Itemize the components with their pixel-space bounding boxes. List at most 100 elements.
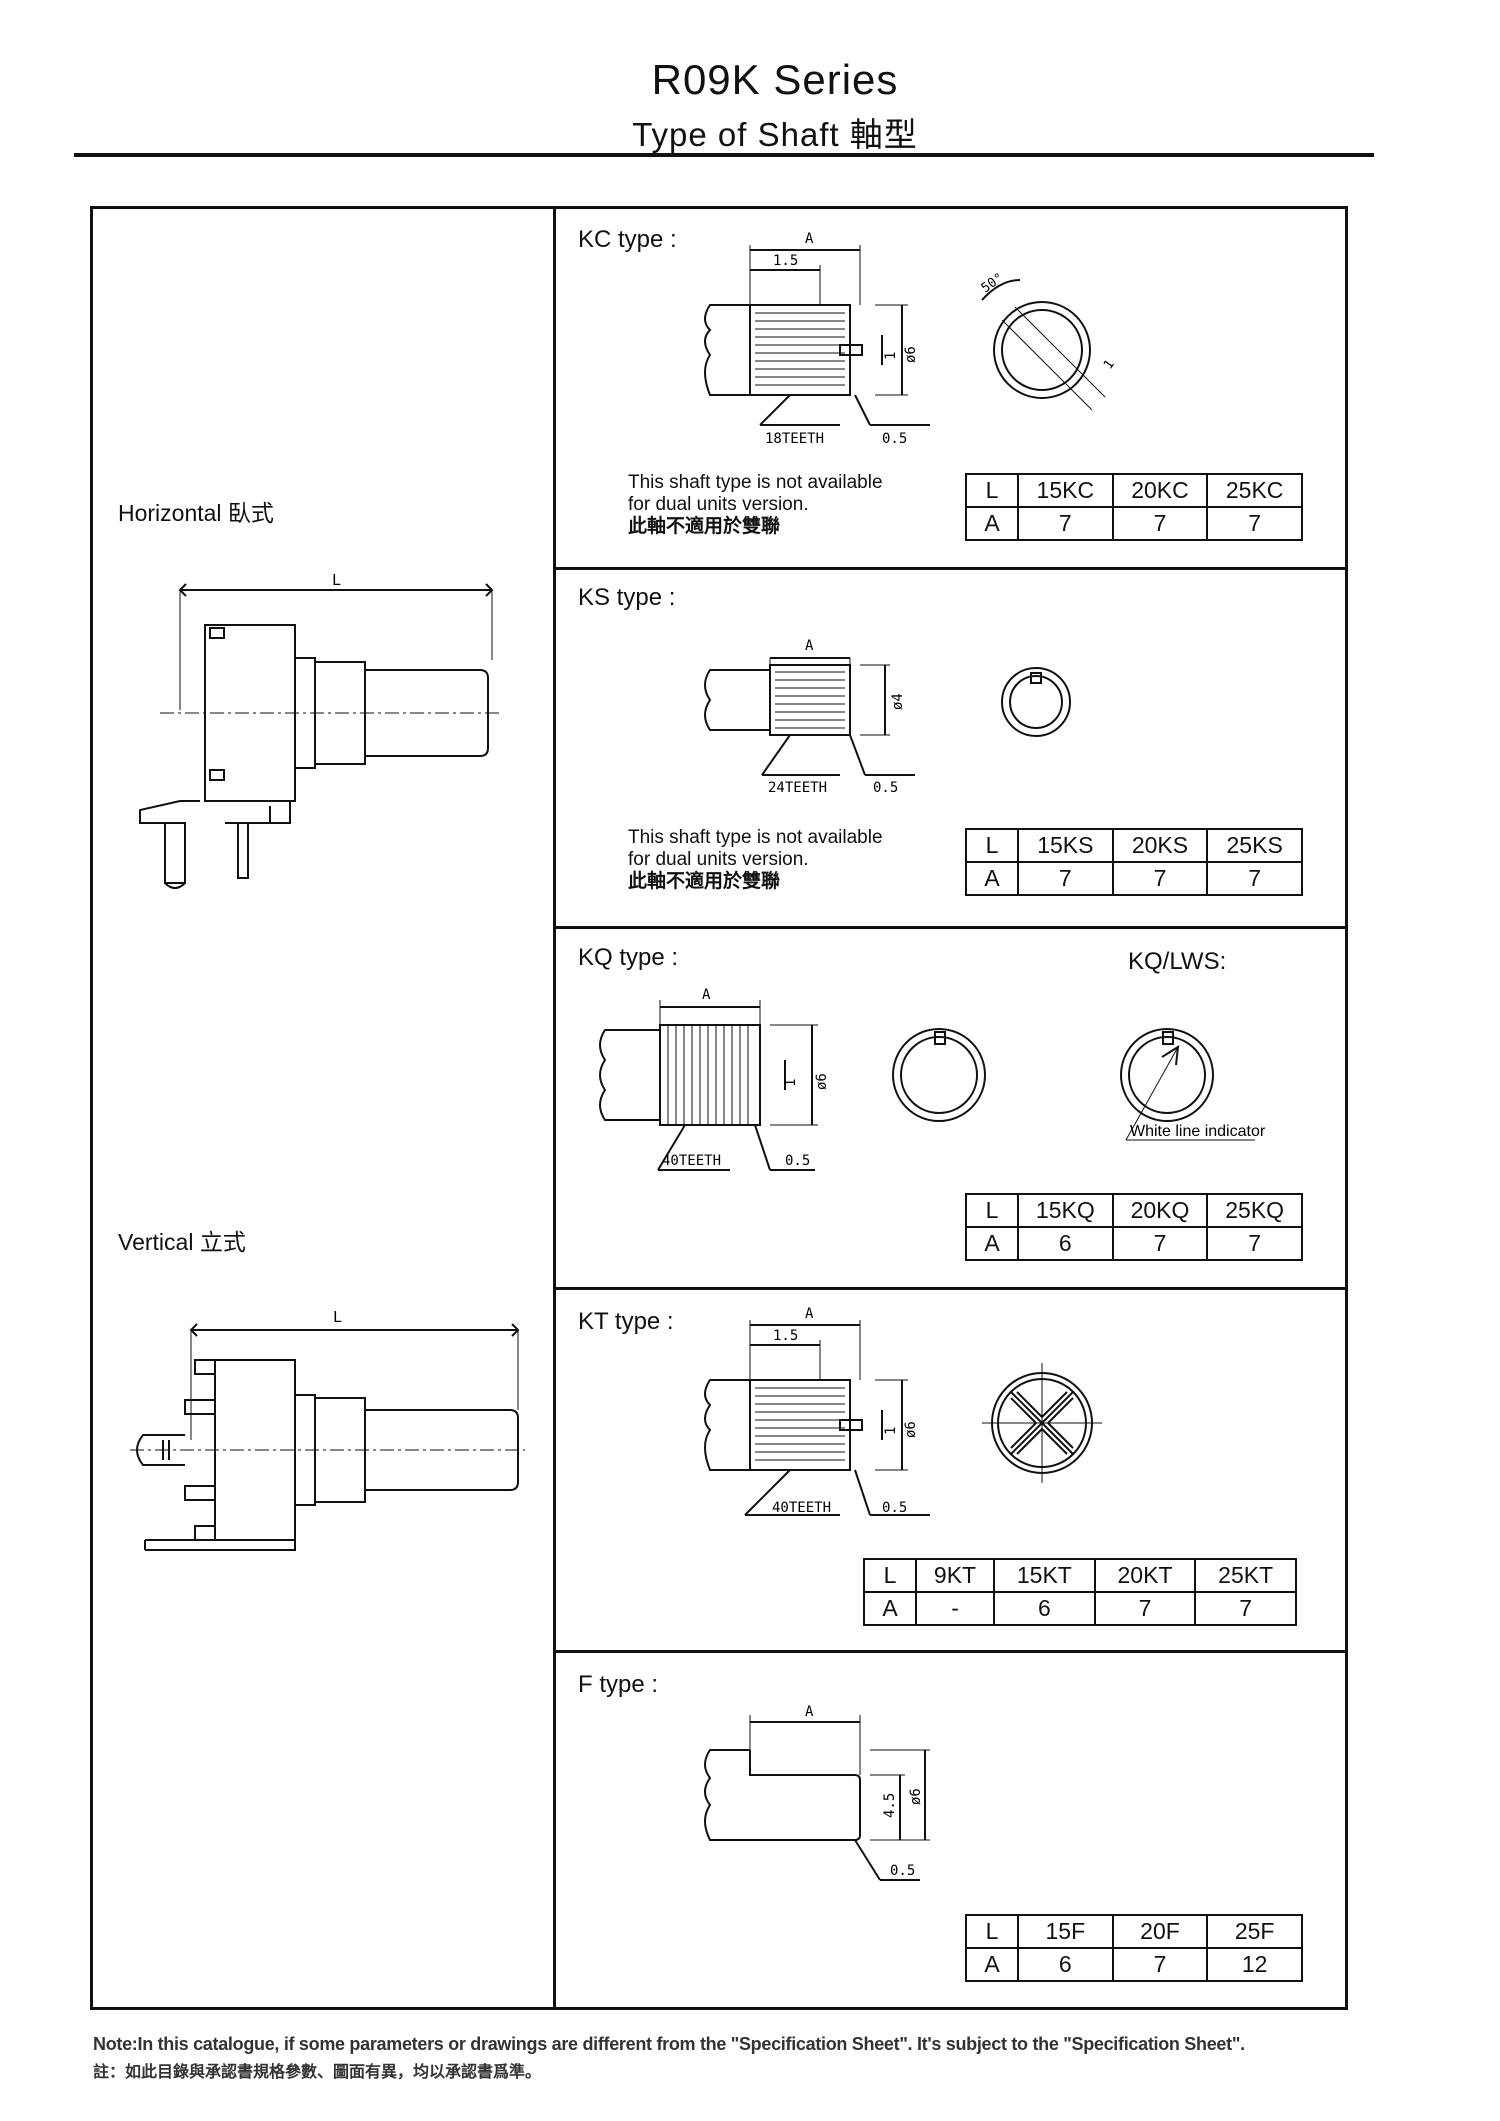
f-dim-0-5: 0.5 [890, 1863, 915, 1879]
table-cell: 15KC [1017, 473, 1114, 508]
kc-dim-phi6: ø6 [903, 346, 919, 363]
kt-spec-table: L 9KT 15KT 20KT 25KT A - 6 7 7 [863, 1558, 1297, 1626]
table-cell: 25KQ [1206, 1193, 1303, 1228]
table-cell: 7 [1206, 506, 1303, 541]
kt-teeth-label: 40TEETH [772, 1500, 831, 1516]
section-divider-1 [556, 567, 1348, 570]
kq-spec-table: L 15KQ 20KQ 25KQ A 6 7 7 [965, 1193, 1303, 1261]
ks-dim-phi4: ø4 [890, 693, 906, 710]
kc-dim-1: 1 [883, 352, 899, 360]
table-row: L 15F 20F 25F [965, 1914, 1303, 1949]
kc-note: This shaft type is not available for dua… [628, 472, 883, 538]
ks-dim-0-5: 0.5 [873, 780, 898, 796]
kt-shaft-drawing: A 1.5 1 ø6 40TEETH 0.5 [704, 1306, 1102, 1516]
ks-note-line2: for dual units version. [628, 849, 809, 870]
kt-dim-phi6: ø6 [903, 1421, 919, 1438]
table-row: L 9KT 15KT 20KT 25KT [863, 1558, 1297, 1593]
kq-dim-1: 1 [783, 1079, 799, 1087]
table-cell: 15F [1017, 1914, 1114, 1949]
table-cell: 9KT [914, 1558, 996, 1593]
table-cell: A [965, 861, 1019, 896]
table-cell: 7 [1017, 506, 1114, 541]
ks-shaft-drawing: A ø4 24TEETH 0.5 [704, 638, 1071, 796]
frame-divider-vertical [553, 206, 556, 2010]
section-divider-2 [556, 926, 1348, 929]
table-cell: 12 [1206, 1947, 1303, 1982]
kt-type-label: KT type : [578, 1308, 674, 1335]
drawing-frame [90, 206, 1348, 2010]
table-cell: A [965, 1226, 1019, 1261]
table-row: L 15KC 20KC 25KC [965, 473, 1303, 508]
kq-shaft-drawing: A 1 ø6 40TEETH 0.5 White line indicator [599, 987, 1266, 1171]
footer-note-cn: 註：如此目錄與承認書規格參數、圖面有異，均以承認書爲準。 [93, 2064, 542, 2081]
horizontal-mount-drawing: L [139, 571, 500, 889]
horizontal-dim-l: L [332, 571, 341, 589]
table-row: A - 6 7 7 [863, 1591, 1297, 1626]
table-cell: 15KQ [1017, 1193, 1114, 1228]
table-cell: 6 [993, 1591, 1096, 1626]
table-cell: 7 [1111, 861, 1209, 896]
kc-dim-50deg: 50° [979, 271, 1007, 297]
f-dim-a: A [805, 1704, 814, 1720]
table-cell: 7 [1194, 1591, 1297, 1626]
table-cell: 7 [1111, 1947, 1209, 1982]
table-row: A 6 7 12 [965, 1947, 1303, 1982]
horizontal-label: Horizontal 臥式 [118, 500, 274, 526]
kq-white-line-indicator-label: White line indicator [1130, 1123, 1266, 1140]
table-row: A 7 7 7 [965, 506, 1303, 541]
ks-teeth-label: 24TEETH [768, 780, 827, 796]
page-title: R09K Series [651, 56, 899, 103]
table-cell: 7 [1017, 861, 1114, 896]
kc-teeth-label: 18TEETH [765, 431, 824, 447]
table-cell: 20KC [1111, 473, 1209, 508]
table-cell: L [965, 473, 1019, 508]
kt-dim-1-5: 1.5 [773, 1328, 798, 1344]
f-shaft-drawing: A 4.5 ø6 0.5 [704, 1704, 930, 1881]
table-cell: L [965, 828, 1019, 863]
kc-shaft-drawing: A 1.5 1 ø6 18TEETH 0.5 50° 1 [704, 231, 1118, 447]
ks-dim-a: A [805, 638, 814, 654]
f-type-label: F type : [578, 1671, 659, 1698]
kc-dim-slot: 1 [1101, 357, 1118, 372]
table-cell: 20KT [1093, 1558, 1197, 1593]
kc-note-line1: This shaft type is not available [628, 472, 883, 493]
table-cell: 25KS [1206, 828, 1303, 863]
kt-dim-1: 1 [883, 1427, 899, 1435]
kc-note-cn: 此軸不適用於雙聯 [628, 516, 781, 537]
kc-dim-a: A [805, 231, 814, 247]
kq-lws-label: KQ/LWS: [1128, 948, 1227, 975]
kq-dim-a: A [702, 987, 711, 1003]
f-dim-phi6: ø6 [908, 1788, 924, 1805]
f-spec-table: L 15F 20F 25F A 6 7 12 [965, 1914, 1303, 1982]
table-cell: 7 [1206, 1226, 1303, 1261]
table-cell: 7 [1111, 1226, 1209, 1261]
table-cell: A [863, 1591, 917, 1626]
vertical-mount-drawing: L [130, 1308, 525, 1551]
section-divider-3 [556, 1287, 1348, 1290]
table-cell: 20KS [1111, 828, 1209, 863]
kq-dim-phi6: ø6 [814, 1073, 830, 1090]
table-row: A 7 7 7 [965, 861, 1303, 896]
table-cell: 15KS [1017, 828, 1114, 863]
table-row: A 6 7 7 [965, 1226, 1303, 1261]
kt-dim-a: A [805, 1306, 814, 1322]
kc-dim-0-5: 0.5 [882, 431, 907, 447]
kt-dim-0-5: 0.5 [882, 1500, 907, 1516]
table-cell: 7 [1111, 506, 1209, 541]
kc-note-line2: for dual units version. [628, 494, 809, 515]
table-cell: A [965, 1947, 1019, 1982]
vertical-dim-l: L [333, 1308, 342, 1326]
table-row: L 15KQ 20KQ 25KQ [965, 1193, 1303, 1228]
ks-note-cn: 此軸不適用於雙聯 [628, 871, 781, 892]
page-subtitle: Type of Shaft 軸型 [632, 116, 918, 153]
ks-note-line1: This shaft type is not available [628, 827, 883, 848]
ks-spec-table: L 15KS 20KS 25KS A 7 7 7 [965, 828, 1303, 896]
ks-note: This shaft type is not available for dua… [628, 827, 883, 893]
table-cell: 15KT [993, 1558, 1096, 1593]
table-cell: A [965, 506, 1019, 541]
table-cell: 25KC [1206, 473, 1303, 508]
header-rule [74, 153, 1374, 157]
table-cell: 6 [1017, 1947, 1114, 1982]
kc-type-label: KC type : [578, 226, 677, 253]
kc-spec-table: L 15KC 20KC 25KC A 7 7 7 [965, 473, 1303, 541]
